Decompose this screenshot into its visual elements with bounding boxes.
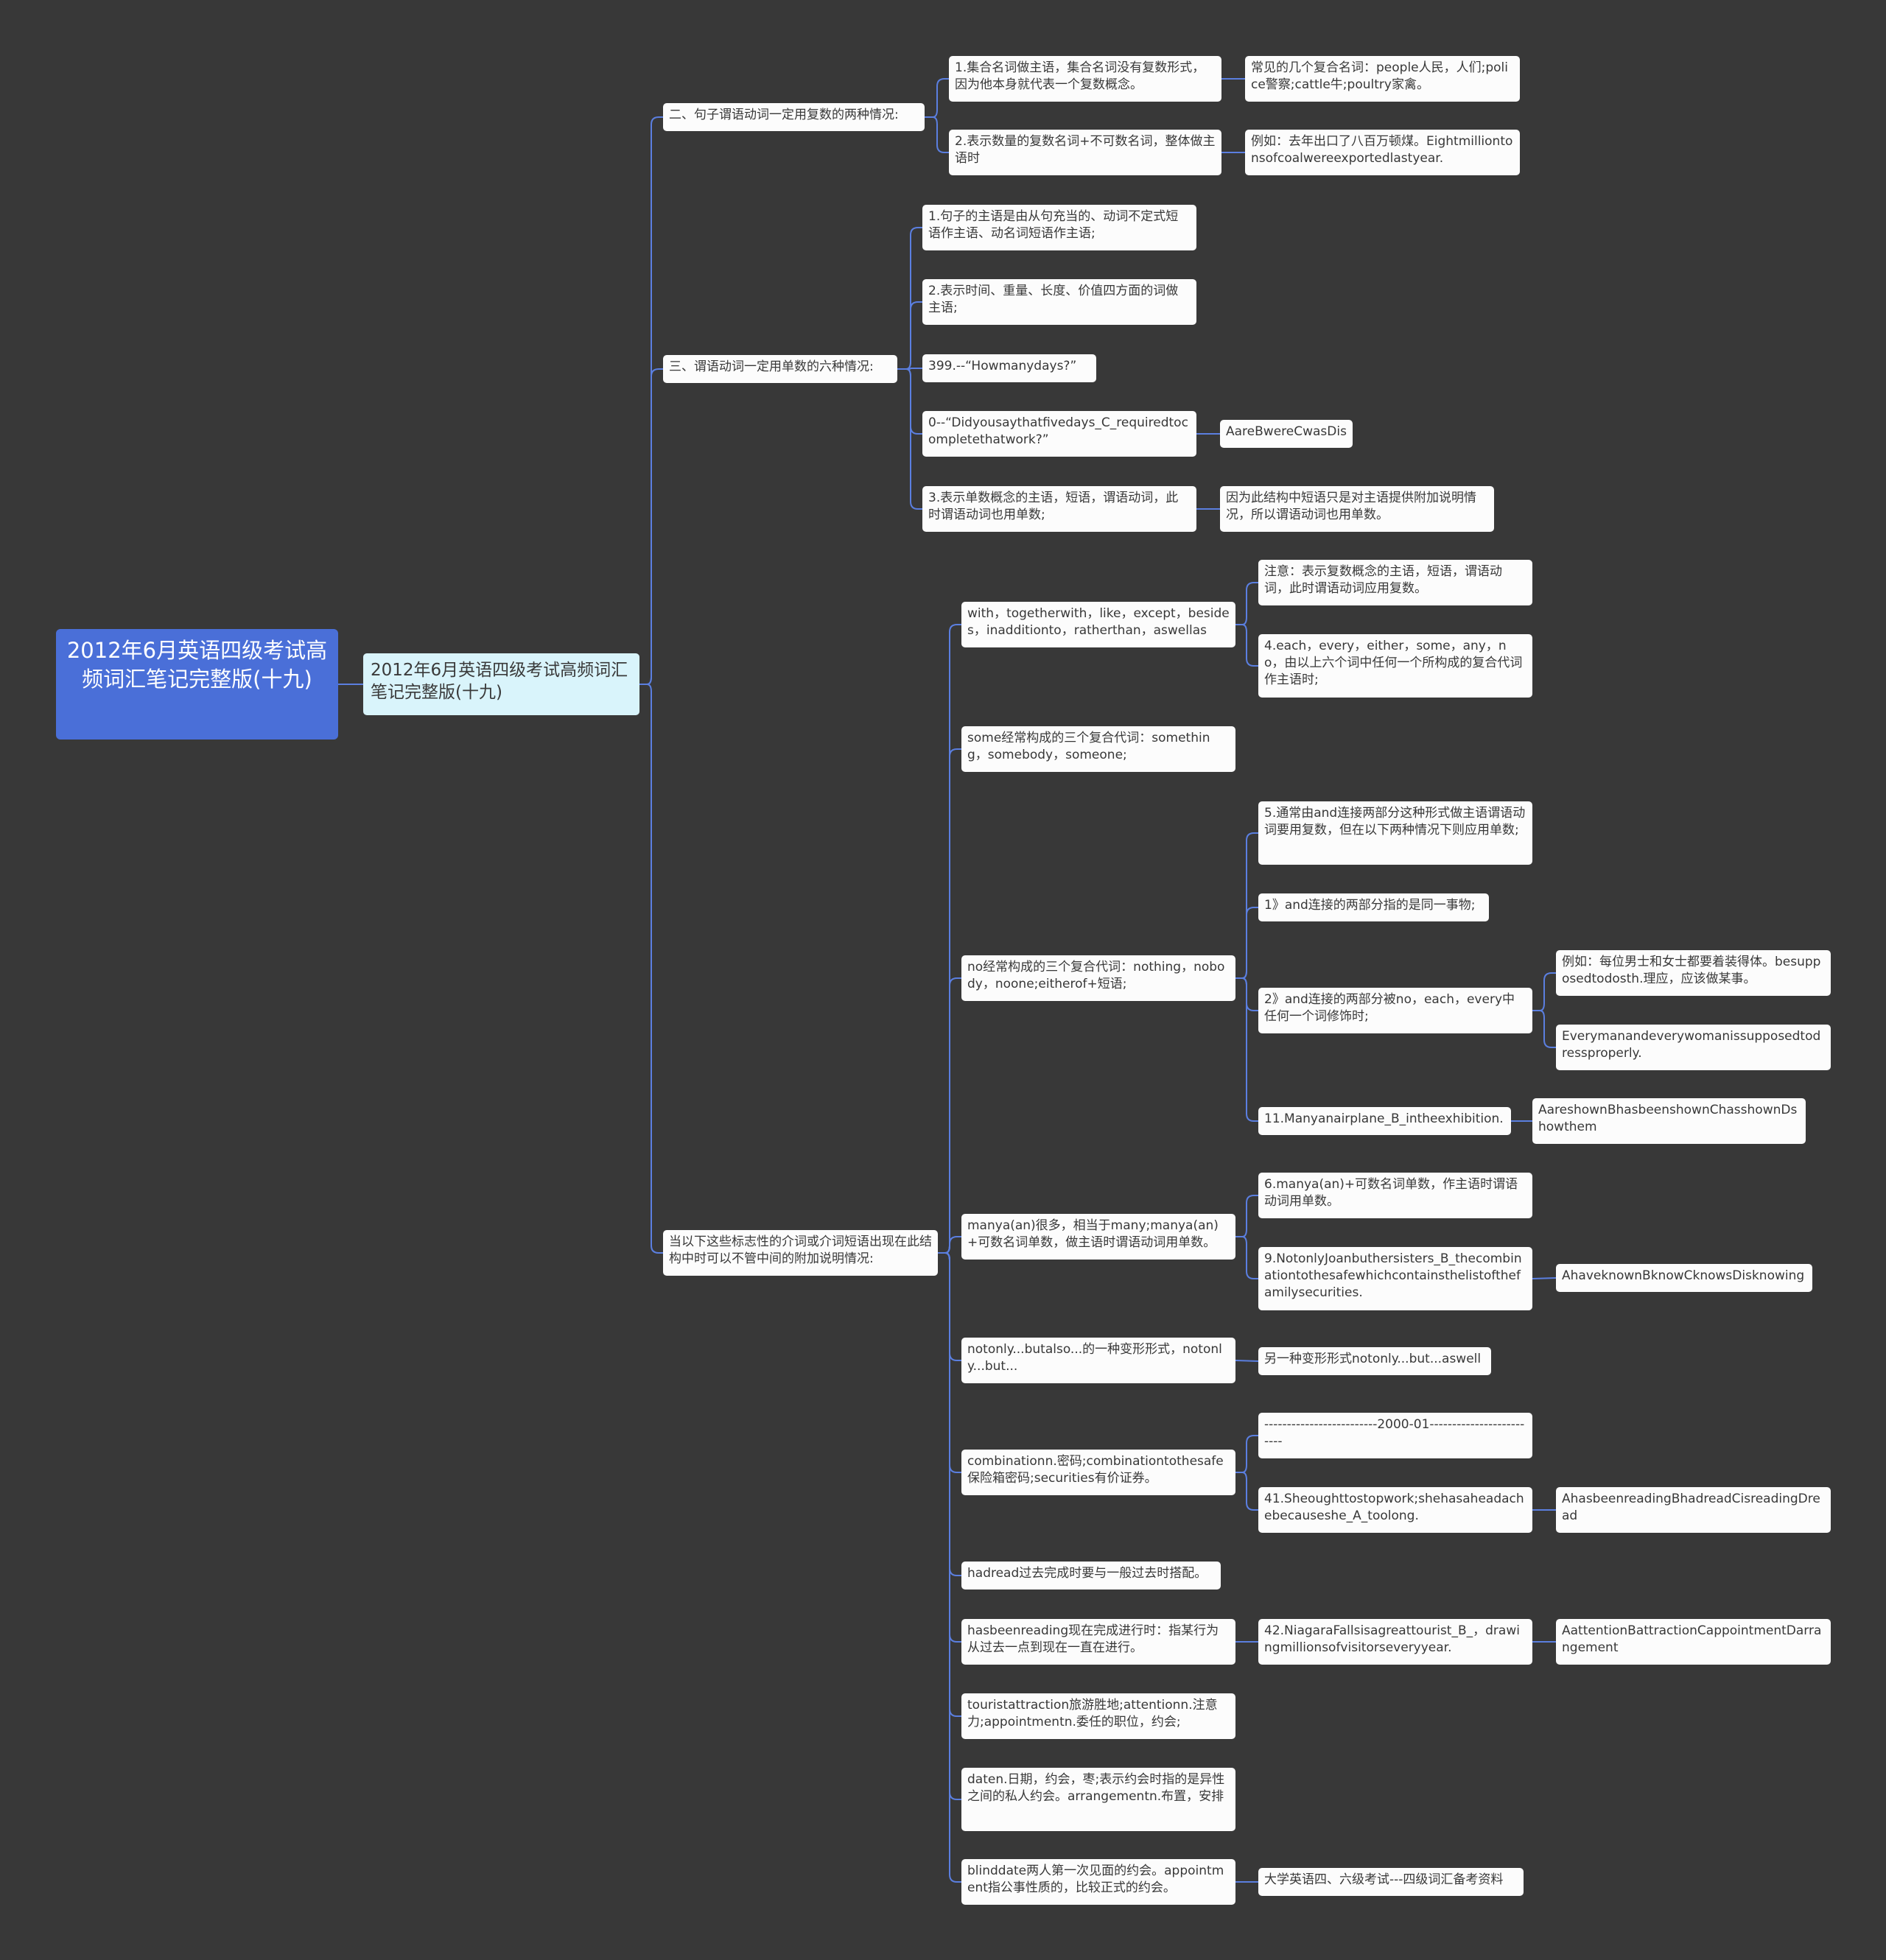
topic-node[interactable]: 9.NotonlyJoanbuthersisters_B_thecombinat… [1258,1247,1532,1310]
connector-line [1235,1472,1258,1511]
note-node[interactable]: AareBwereCwasDis [1220,420,1353,448]
note-node[interactable]: AhasbeenreadingBhadreadCisreadingDread [1556,1487,1831,1533]
topic-node[interactable]: 0--“Didyousaythatfivedays_C_requiredtoco… [922,411,1196,457]
note-node[interactable]: AattentionBattractionCappointmentDarrang… [1556,1619,1831,1665]
connector-line [1235,1195,1258,1237]
topic-node[interactable]: 2.表示数量的复数名词+不可数名词，整体做主语时 [949,130,1221,175]
topic-node[interactable]: 例如：每位男士和女士都要着装得体。besupposedtodosth.理应，应该… [1556,950,1831,996]
topic-node[interactable]: touristattraction旅游胜地;attentionn.注意力;app… [961,1693,1235,1739]
root-topic[interactable]: 2012年6月英语四级考试高频词汇笔记完整版(十九) [56,629,338,740]
connector-line [938,1252,961,1883]
connector-line [1235,582,1258,625]
topic-node[interactable]: 2》and连接的两部分被no，each，every中任何一个词修饰时; [1258,988,1532,1033]
connector-line [1532,1277,1557,1279]
topic-node[interactable]: with，togetherwith，like，except，besides，in… [961,602,1235,647]
connector-line [1235,907,1258,979]
topic-node[interactable]: blinddate两人第一次见面的约会。appointment指公事性质的，比较… [961,1859,1235,1905]
note-node[interactable]: 例如：去年出口了八百万顿煤。Eightmilliontonsofcoalwere… [1245,130,1520,175]
note-node[interactable]: AhaveknownBknowCknowsDisknowing [1556,1264,1812,1292]
topic-node[interactable]: 注意：表示复数概念的主语，短语，谓语动词，此时谓语动词应用复数。 [1258,560,1532,605]
connector-line [897,368,922,510]
connector-line [897,301,922,370]
connector-line [1532,1010,1556,1048]
topic-node[interactable]: 大学英语四、六级考试---四级词汇备考资料 [1258,1868,1524,1896]
note-node[interactable]: 因为此结构中短语只是对主语提供附加说明情况，所以谓语动词也用单数。 [1220,486,1494,532]
connector-line [925,116,949,153]
branch-plural-verb[interactable]: 二、句子谓语动词一定用复数的两种情况: [663,103,925,131]
topic-node[interactable]: 1.集合名词做主语，集合名词没有复数形式，因为他本身就代表一个复数概念。 [949,56,1221,102]
connector-line [925,78,949,118]
topic-node[interactable]: 399.--“Howmanydays?” [922,354,1096,382]
topic-node[interactable]: manya(an)很多，相当于many;manya(an)+可数名词单数，做主语… [961,1214,1235,1260]
topic-node[interactable]: no经常构成的三个复合代词：nothing，nobody，noone;eithe… [961,955,1235,1001]
topic-node[interactable]: 另一种变形形式notonly...but...aswell [1258,1347,1491,1375]
topic-node[interactable]: hasbeenreading现在完成进行时：指某行为从过去一点到现在一直在进行。 [961,1619,1235,1665]
topic-node[interactable]: 41.Sheoughttostopwork;shehasaheadachebec… [1258,1487,1532,1533]
connector-line [1235,1236,1258,1279]
connector-line [1235,1360,1259,1362]
connector-line [1235,624,1258,667]
main-topic[interactable]: 2012年6月英语四级考试高频词汇笔记完整版(十九) [363,653,639,715]
topic-node[interactable]: -------------------------2000-01--------… [1258,1413,1532,1458]
topic-node[interactable]: combinationn.密码;combinationtothesafe保险箱密… [961,1450,1235,1495]
topic-node[interactable]: notonly...butalso...的一种变形形式，notonly...bu… [961,1338,1235,1383]
connector-line [1532,972,1556,1011]
connector-line [1235,1435,1258,1473]
topic-node[interactable]: daten.日期，约会，枣;表示约会时指的是异性之间的私人约会。arrangem… [961,1768,1235,1831]
connector-line [639,368,663,685]
topic-node[interactable]: 2.表示时间、重量、长度、价值四方面的词做主语; [922,279,1196,325]
connector-line [938,977,961,1254]
topic-node[interactable]: hadread过去完成时要与一般过去时搭配。 [961,1562,1221,1590]
note-node[interactable]: AareshownBhasbeenshownChasshownDshowthem [1532,1098,1806,1144]
topic-node[interactable]: 1》and连接的两部分指的是同一事物; [1258,893,1489,921]
topic-node[interactable]: Everymanandeverywomanissupposedtodresspr… [1556,1025,1831,1070]
topic-node[interactable]: some经常构成的三个复合代词：something，somebody，someo… [961,726,1235,772]
topic-node[interactable]: 1.句子的主语是由从句充当的、动词不定式短语作主语、动名词短语作主语; [922,205,1196,250]
topic-node[interactable]: 6.manya(an)+可数名词单数，作主语时谓语动词用单数。 [1258,1173,1532,1218]
connector-line [1235,977,1258,1122]
topic-node[interactable]: 3.表示单数概念的主语，短语，谓语动词，此时谓语动词也用单数; [922,486,1196,532]
topic-node[interactable]: 5.通常由and连接两部分这种形式做主语谓语动词要用复数，但在以下两种情况下则应… [1258,801,1532,865]
note-node[interactable]: 常见的几个复合名词：people人民，人们;police警察;cattle牛;p… [1245,56,1520,102]
branch-marker-prepositions[interactable]: 当以下这些标志性的介词或介词短语出现在此结构中时可以不管中间的附加说明情况: [663,1230,938,1276]
branch-singular-verb[interactable]: 三、谓语动词一定用单数的六种情况: [663,355,897,383]
topic-node[interactable]: 11.Manyanairplane_B_intheexhibition. [1258,1107,1511,1135]
topic-node[interactable]: 4.each，every，either，some，any，no，由以上六个词中任… [1258,634,1532,698]
connector-line [639,684,663,1254]
topic-node[interactable]: 42.NiagaraFallsisagreattourist_B_，drawin… [1258,1619,1532,1665]
